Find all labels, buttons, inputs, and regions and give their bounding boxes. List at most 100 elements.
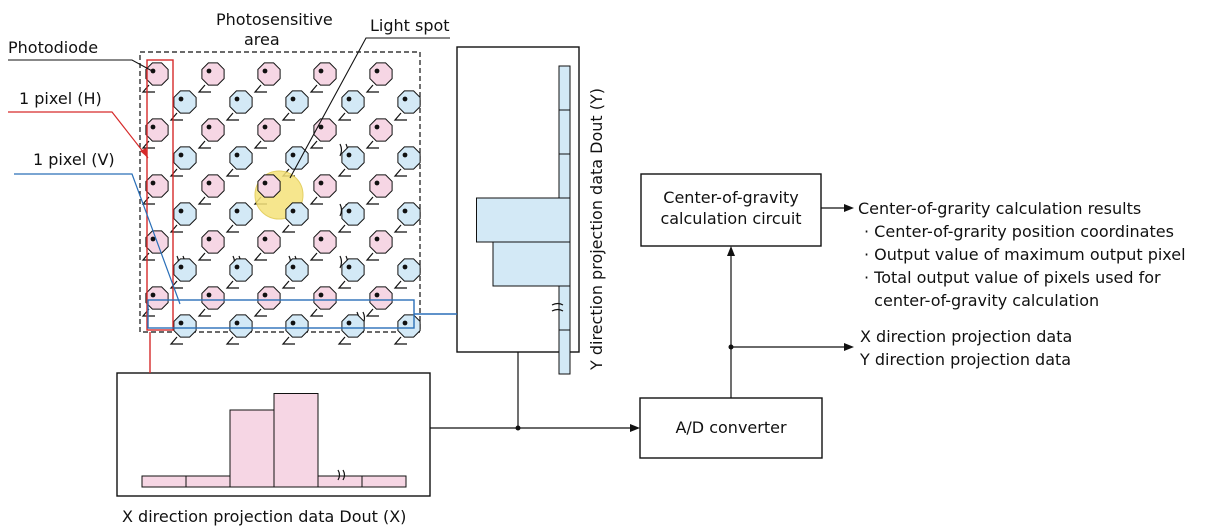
- photodiode-h: [369, 230, 393, 254]
- photodiode-contact: [178, 152, 184, 158]
- photodiode-v: [285, 202, 309, 226]
- pixel-wire: [281, 112, 295, 121]
- result-item-3: · Total output value of pixels used for: [864, 268, 1161, 287]
- pixel-v-label: 1 pixel (V): [33, 150, 115, 169]
- photodiode-v: [397, 258, 421, 282]
- pixel-wire: [309, 140, 323, 149]
- light-spot-leader: [289, 37, 450, 179]
- photodiode-contact: [206, 292, 212, 298]
- photodiode-contact: [262, 124, 268, 130]
- pixel-wire: [225, 280, 239, 289]
- photodiode-v: [229, 258, 253, 282]
- pixel-wire: [365, 84, 379, 93]
- photodiode-h: [257, 62, 281, 86]
- projection-x-output: X direction projection data: [860, 327, 1072, 346]
- photodiode-contact: [402, 320, 408, 326]
- photodiode-contact: [290, 208, 296, 214]
- pixel-wire: [253, 140, 267, 149]
- photodiode-contact: [234, 96, 240, 102]
- pixel-wire: [197, 84, 211, 93]
- photodiode-contact: [234, 264, 240, 270]
- x-projection-bar: [317, 475, 363, 488]
- y-projection-break-mark: [551, 302, 564, 312]
- photodiode-contact: [206, 236, 212, 242]
- pixel-wire: [141, 140, 155, 149]
- pixel-wire: [337, 168, 351, 177]
- cog-circuit-label-1: Center-of-gravity: [663, 188, 798, 207]
- photodiode-contact: [178, 320, 184, 326]
- photodiode-h: [257, 230, 281, 254]
- pixel-wire: [365, 140, 379, 149]
- photodiode-contact: [290, 264, 296, 270]
- photodiode-v: [173, 258, 197, 282]
- pixel-wire: [253, 308, 267, 317]
- pixel-wire: [169, 168, 183, 177]
- photodiode-h: [369, 174, 393, 198]
- photodiode-contact: [318, 292, 324, 298]
- pixel-wire: [169, 112, 183, 121]
- pixel-wire: [225, 336, 239, 345]
- photosensitive-area-label-1: Photosensitive: [216, 10, 333, 29]
- cog-input-arrowhead: [727, 246, 735, 256]
- photodiode-h: [145, 118, 169, 142]
- photodiode-contact: [290, 152, 296, 158]
- photodiode-contact: [262, 292, 268, 298]
- result-item-2: · Output value of maximum output pixel: [864, 245, 1186, 264]
- y-projection-bar: [558, 329, 571, 375]
- photodiode-h: [257, 174, 281, 198]
- photodiode-h: [201, 62, 225, 86]
- pixel-wire: [365, 308, 379, 317]
- photodiode-h: [257, 286, 281, 310]
- pixel-wire: [225, 112, 239, 121]
- photosensitive-area-label-2: area: [244, 30, 280, 49]
- y-projection-chart: [476, 65, 571, 375]
- photodiode-contact: [374, 292, 380, 298]
- adc-input-arrowhead: [630, 424, 640, 432]
- photodiode-leader: [8, 59, 155, 73]
- photodiode-contact: [318, 236, 324, 242]
- photodiode-h: [201, 286, 225, 310]
- pixel-wire: [225, 168, 239, 177]
- photodiode-h: [145, 174, 169, 198]
- pixel-h-leader: [8, 111, 149, 159]
- photodiode-contact: [290, 96, 296, 102]
- y-projection-label: Y direction projection data Dout (Y): [587, 88, 606, 371]
- cog-output-arrowhead: [844, 204, 854, 212]
- photodiode-v: [397, 314, 421, 338]
- photodiode-h: [201, 118, 225, 142]
- photodiode-v: [285, 258, 309, 282]
- photodiode-contact: [262, 180, 268, 186]
- photodiode-v: [341, 146, 365, 170]
- light-spot-label: Light spot: [370, 16, 450, 35]
- photodiode-contact: [206, 124, 212, 130]
- photodiode-contact: [206, 180, 212, 186]
- y-projection-bar: [492, 241, 571, 287]
- pixel-h-arrowhead: [140, 148, 148, 158]
- photodiode-h: [313, 286, 337, 310]
- photodiode-h: [201, 230, 225, 254]
- photodiode-v: [285, 314, 309, 338]
- pixel-wire: [225, 224, 239, 233]
- photodiode-label: Photodiode: [8, 38, 98, 57]
- photodiode-v: [341, 202, 365, 226]
- pixel-wire: [365, 196, 379, 205]
- photodiode-v: [341, 314, 365, 338]
- pixel-wire: [197, 140, 211, 149]
- photodiode-h: [369, 286, 393, 310]
- y-projection-bar: [558, 285, 571, 331]
- photodiode-h: [313, 118, 337, 142]
- pixel-wire: [169, 336, 183, 345]
- photodiode-contact: [318, 124, 324, 130]
- x-projection-chart: [141, 393, 407, 488]
- x-projection-bar: [273, 393, 319, 488]
- x-projection-label: X direction projection data Dout (X): [122, 507, 406, 526]
- photodiode-contact: [178, 208, 184, 214]
- pixel-wire: [253, 84, 267, 93]
- x-projection-bar: [141, 475, 187, 488]
- photodiode-contact: [318, 180, 324, 186]
- photodiode-h: [257, 118, 281, 142]
- photodiode-contact: [206, 68, 212, 74]
- photodiode-contact: [290, 320, 296, 326]
- photodiode-h: [313, 62, 337, 86]
- photodiode-v: [397, 202, 421, 226]
